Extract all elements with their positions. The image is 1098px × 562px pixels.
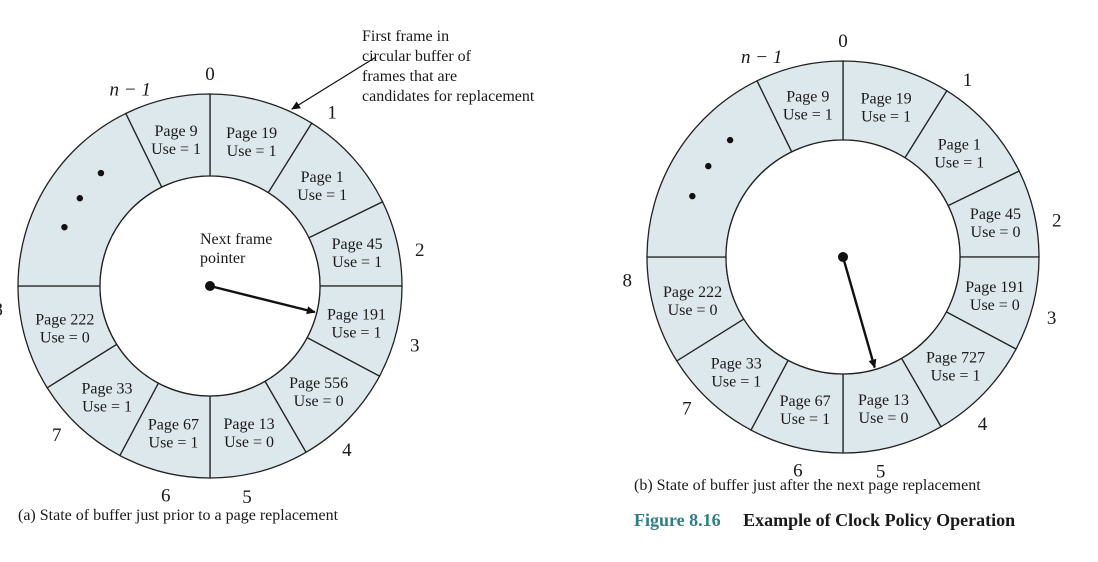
ellipsis-dot [61, 223, 68, 231]
frame-page-label: Page 67 [780, 393, 831, 410]
frame-use-label: Use = 1 [783, 107, 833, 124]
frame-index: 2 [415, 240, 425, 261]
frame-index: 8 [0, 299, 3, 320]
frame-use-label: Use = 0 [970, 297, 1020, 314]
frame-page-label: Page 191 [965, 279, 1024, 296]
frame-use-label: Use = 0 [294, 393, 344, 410]
frame-index: 5 [242, 487, 252, 508]
frame-index: 0 [205, 64, 215, 85]
frame-use-label: Use = 0 [668, 302, 718, 319]
frame-page-label: Page 222 [35, 312, 94, 329]
next-frame-pointer [209, 284, 316, 315]
frame-page-label: Page 13 [858, 392, 909, 409]
ellipsis-dot [76, 195, 84, 202]
frame-page-label: Page 727 [926, 350, 985, 367]
frame-page-label: Page 33 [711, 355, 762, 372]
frame-use-label: Use = 1 [711, 373, 761, 390]
frame-use-label: Use = 1 [149, 435, 199, 452]
pointer-label: pointer [200, 250, 246, 267]
frame-index: 6 [161, 485, 171, 506]
frame-use-label: Use = 1 [227, 143, 277, 160]
frame-page-label: Page 9 [786, 89, 829, 106]
ellipsis-dot [97, 169, 105, 177]
frame-page-label: Page 191 [327, 307, 386, 324]
figure-title: Example of Clock Policy Operation [743, 510, 1016, 530]
frame-page-label: Page 1 [301, 169, 344, 186]
frame-index: n − 1 [110, 80, 151, 101]
frame-page-label: Page 9 [154, 123, 197, 140]
first-frame-annotation: frames that are [362, 68, 457, 85]
frame-index: 3 [410, 336, 420, 357]
frame-use-label: Use = 1 [297, 187, 347, 204]
frame-use-label: Use = 1 [780, 411, 830, 428]
frame-page-label: Page 45 [970, 206, 1021, 223]
first-frame-annotation: candidates for replacement [362, 88, 535, 105]
caption-b: (b) State of buffer just after the next … [634, 477, 981, 494]
frame-index: 7 [682, 399, 692, 420]
frame-use-label: Use = 1 [332, 254, 382, 271]
frame-use-label: Use = 0 [40, 330, 90, 347]
frame-page-label: Page 67 [148, 417, 199, 434]
frame-use-label: Use = 0 [971, 224, 1021, 241]
ellipsis-dot [705, 162, 712, 170]
frame-page-label: Page 33 [81, 380, 132, 397]
frame-page-label: Page 19 [226, 125, 277, 142]
frame-page-label: Page 45 [332, 236, 383, 253]
frame-index: 8 [622, 271, 632, 292]
figure-caption: Figure 8.16 Example of Clock Policy Oper… [634, 510, 1015, 531]
frame-page-label: Page 13 [224, 416, 275, 433]
frame-index: 0 [838, 31, 848, 52]
frame-use-label: Use = 1 [931, 368, 981, 385]
frame-use-label: Use = 0 [859, 410, 909, 427]
frame-index: 1 [327, 103, 337, 124]
frame-index: 3 [1047, 308, 1057, 329]
frame-page-label: Page 19 [861, 91, 912, 108]
frame-index: 5 [876, 462, 886, 483]
frame-use-label: Use = 1 [332, 325, 382, 342]
frame-use-label: Use = 1 [82, 398, 132, 415]
frame-index: 7 [52, 425, 62, 446]
figure-number: Figure 8.16 [634, 510, 721, 530]
pointer-label: Next frame [200, 231, 272, 248]
frame-index: 6 [793, 460, 803, 481]
frame-use-label: Use = 0 [224, 434, 274, 451]
frame-index: 4 [978, 414, 988, 435]
frame-page-label: Page 556 [289, 375, 348, 392]
frame-use-label: Use = 1 [861, 109, 911, 126]
annotation-arrow [291, 56, 377, 110]
frame-index: 4 [342, 440, 352, 461]
frame-index: n − 1 [741, 47, 782, 68]
first-frame-annotation: circular buffer of [362, 48, 472, 65]
first-frame-annotation: First frame in [362, 28, 449, 45]
ellipsis-dot [689, 192, 696, 200]
frame-page-label: Page 1 [938, 136, 981, 153]
caption-a: (a) State of buffer just prior to a page… [18, 507, 339, 524]
frame-use-label: Use = 1 [934, 154, 984, 171]
frame-use-label: Use = 1 [151, 141, 201, 158]
frame-index: 1 [963, 70, 973, 91]
frame-page-label: Page 222 [663, 284, 722, 301]
frame-index: 2 [1052, 210, 1062, 231]
next-frame-pointer [841, 256, 877, 369]
ellipsis-dot [726, 136, 734, 144]
